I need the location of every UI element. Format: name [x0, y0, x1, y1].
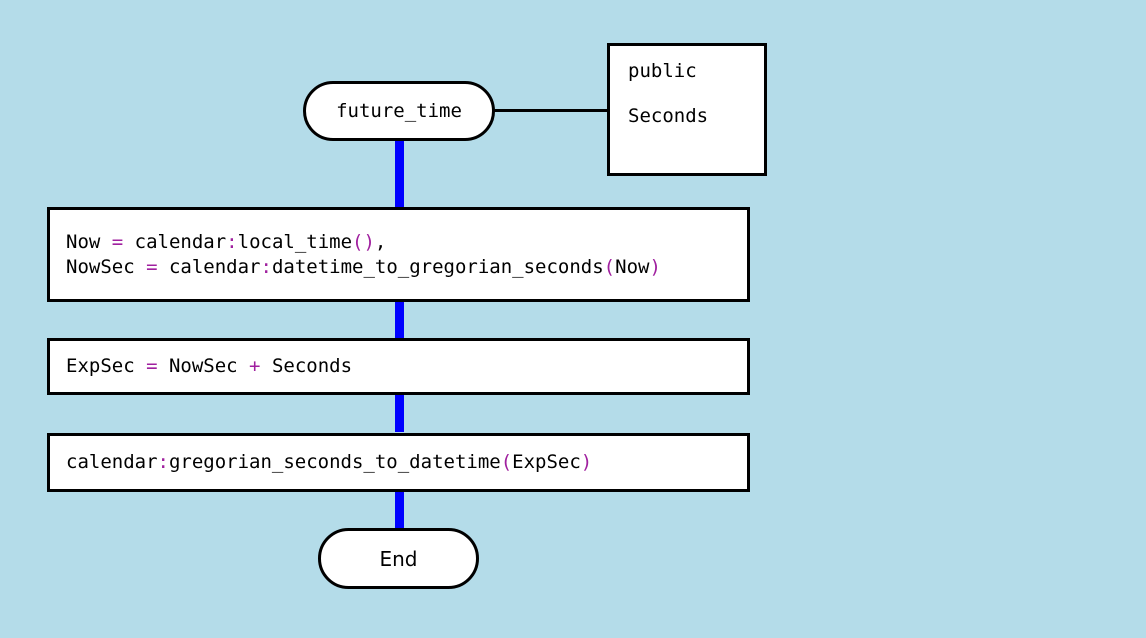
start-node-label: future_time	[336, 99, 462, 122]
process-node-step-3[interactable]: calendar:gregorian_seconds_to_datetime(E…	[47, 433, 750, 492]
step-3-code: calendar:gregorian_seconds_to_datetime(E…	[50, 450, 592, 475]
annotation-line-parameter: Seconds	[628, 105, 709, 127]
flow-edge-step2-to-step3	[395, 392, 404, 432]
step-2-code: ExpSec = NowSec + Seconds	[50, 354, 352, 379]
step-1-code: Now = calendar:local_time(), NowSec = ca…	[50, 230, 661, 280]
step-2-code-line-1: ExpSec = NowSec + Seconds	[66, 355, 353, 377]
end-node-label: End	[379, 546, 418, 571]
step-1-code-line-2: NowSec = calendar:datetime_to_gregorian_…	[66, 255, 661, 278]
process-node-step-2[interactable]: ExpSec = NowSec + Seconds	[47, 338, 750, 395]
flow-edge-step3-to-end	[395, 490, 404, 530]
step-3-code-line-1: calendar:gregorian_seconds_to_datetime(E…	[66, 451, 593, 473]
flow-edge-step1-to-step2	[395, 300, 404, 340]
annotation-edge	[492, 109, 608, 112]
annotation-line-visibility: public	[628, 60, 697, 82]
annotation-box-public-seconds: public Seconds	[607, 43, 767, 176]
process-node-step-1[interactable]: Now = calendar:local_time(), NowSec = ca…	[47, 207, 750, 302]
flow-edge-start-to-step1	[395, 138, 404, 210]
end-node[interactable]: End	[318, 528, 479, 589]
step-1-code-line-1: Now = calendar:local_time(),	[66, 230, 387, 253]
start-node-future-time[interactable]: future_time	[303, 81, 495, 141]
